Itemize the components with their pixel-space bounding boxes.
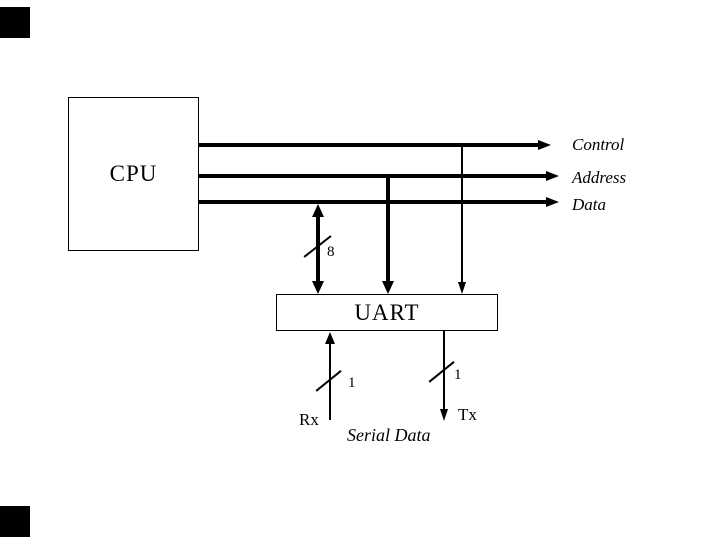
- address-bus-line: [199, 174, 547, 178]
- data-to-uart-line: [316, 213, 320, 283]
- address-to-uart-arrowhead-icon: [382, 281, 394, 294]
- tx-width-slash: [428, 361, 455, 383]
- data-to-uart-up-arrowhead-icon: [312, 204, 324, 217]
- uart-label: UART: [354, 299, 420, 325]
- data-bus-label: Data: [572, 195, 606, 214]
- control-bus-line: [199, 143, 539, 147]
- cpu-box: CPU: [68, 97, 199, 251]
- control-to-uart-line: [461, 145, 463, 283]
- corner-mark-top-left: [0, 7, 30, 38]
- data-bus-width-label: 8: [327, 244, 335, 260]
- control-bus-label: Control: [572, 135, 625, 154]
- cpu-label: CPU: [109, 161, 158, 186]
- rx-line: [329, 342, 331, 420]
- tx-arrowhead-icon: [440, 409, 448, 421]
- corner-mark-bottom-left: [0, 506, 30, 537]
- data-to-uart-down-arrowhead-icon: [312, 281, 324, 294]
- tx-width-label: 1: [454, 367, 462, 383]
- tx-label: Tx: [458, 405, 477, 424]
- uart-box: UART: [276, 294, 498, 331]
- address-bus-arrowhead-icon: [546, 171, 559, 181]
- control-to-uart-arrowhead-icon: [458, 282, 466, 294]
- rx-width-label: 1: [348, 375, 356, 391]
- data-bus-line: [199, 200, 547, 204]
- control-bus-arrowhead-icon: [538, 140, 551, 150]
- rx-label: Rx: [299, 410, 319, 429]
- address-bus-label: Address: [572, 168, 627, 187]
- address-to-uart-line: [386, 176, 390, 282]
- data-bus-arrowhead-icon: [546, 197, 559, 207]
- rx-arrowhead-icon: [325, 332, 335, 344]
- serial-data-label: Serial Data: [347, 425, 431, 445]
